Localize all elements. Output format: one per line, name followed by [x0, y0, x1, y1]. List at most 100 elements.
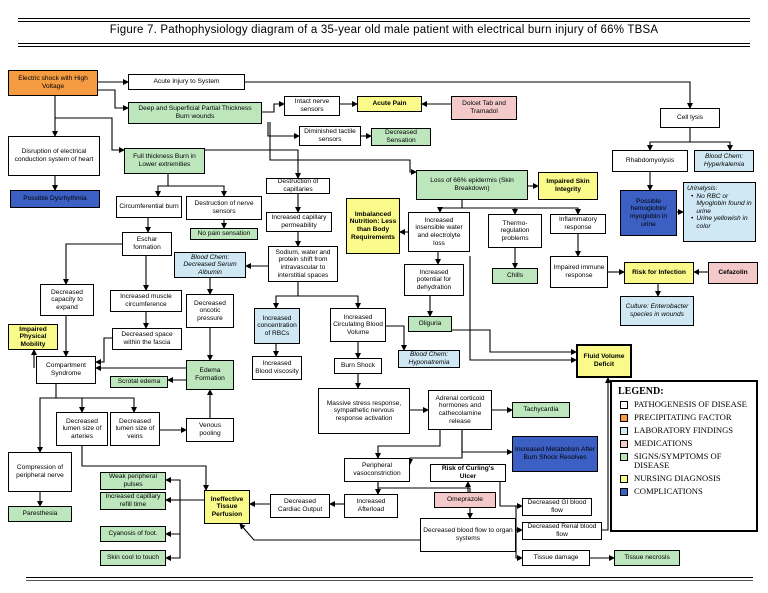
- node-disruption-conduction: Disruption of electrical conduction syst…: [8, 136, 100, 176]
- node-lumen-veins: Decreased lumen size of veins: [110, 412, 160, 446]
- legend-title: LEGEND:: [618, 386, 664, 397]
- node-capillary-refill: Increased capillary refill time: [100, 492, 166, 510]
- node-potential-dehydration: Increased potential for dehydration: [404, 264, 464, 296]
- node-no-pain: No pain sensation: [190, 228, 258, 240]
- node-increased-permeability: Increased capillary permeability: [266, 212, 332, 232]
- node-decreased-sensation: Decreased Sensation: [371, 128, 431, 146]
- node-venous-pooling: Venous pooling: [186, 418, 234, 442]
- node-edema-formation: Edema Formation: [186, 360, 234, 390]
- node-cefazolin: Cefazolin: [708, 262, 758, 284]
- title-top-rule: [18, 18, 750, 19]
- node-cell-lysis: Cell lysis: [660, 108, 720, 128]
- legend-item: SIGNS/SYMPTOMS OF DISEASE: [618, 450, 750, 472]
- urinalysis-item-1-text: No RBC or Myoglobin found in urine: [696, 192, 752, 215]
- node-increased-metabolism: Increased Metabolism After Burn Shock Re…: [512, 436, 598, 472]
- node-burn-shock: Burn Shock: [334, 358, 382, 374]
- node-omeprazole: Omeprazole: [434, 492, 496, 508]
- node-scrotal-edema: Scrotal edema: [110, 376, 168, 388]
- node-tissue-damage: Tissue damage: [522, 550, 590, 566]
- node-cyanosis: Cyanosis of foot.: [100, 526, 166, 542]
- node-tissue-necrosis: Tissue necrosis: [614, 550, 680, 566]
- urinalysis-item-1: •No RBC or Myoglobin found in urine: [691, 192, 752, 215]
- node-compartment-syndrome: Compartment Syndrome: [36, 356, 96, 384]
- legend-swatch: [620, 426, 628, 435]
- urinalysis-item-2-text: Urine yellowish in color: [696, 215, 748, 230]
- node-acute-injury: Acute Injury to System: [128, 74, 245, 90]
- title-bottom-rule-2: [18, 46, 750, 47]
- legend-item: NURSING DIAGNOSIS: [618, 473, 750, 484]
- node-urinalysis: Urinalysis: •No RBC or Myoglobin found i…: [683, 182, 756, 242]
- node-weak-pulses: Weak peripheral pulses: [100, 472, 166, 490]
- node-electric-shock: Electric shock with High Voltage: [8, 70, 98, 96]
- legend-swatch: [620, 475, 628, 484]
- node-increased-muscle: Increased muscle circumference: [110, 290, 182, 312]
- node-peripheral-vasoconstriction: Peripheral vasoconstriction: [344, 458, 410, 482]
- legend-item: PATHOGENESIS OF DISEASE: [618, 399, 750, 410]
- node-risk-infection: Risk for Infection: [624, 262, 694, 284]
- node-possible-dysrhythmia: Possible Dysrhythmia: [10, 190, 100, 208]
- node-impaired-mobility: Impaired Physical Mobility: [8, 324, 58, 350]
- node-decreased-oncotic: Decreased oncotic pressure: [186, 294, 234, 328]
- legend-swatch: [620, 401, 628, 409]
- node-decreased-capacity: Decreased capacity to expand: [40, 284, 94, 316]
- node-loss-epidermis: Loss of 66% epidermis (Skin Breakdown): [416, 170, 528, 200]
- legend-label: MEDICATIONS: [634, 437, 693, 448]
- node-lumen-arteries: Decreased lumen size of arteries: [56, 412, 108, 446]
- node-increased-afterload: Increased Afterload: [344, 494, 398, 518]
- node-impaired-immune: Impaired immune response: [550, 256, 608, 288]
- node-compression-nerve: Compression of peripheral nerve: [8, 452, 72, 492]
- node-eschar-formation: Eschar formation: [122, 232, 172, 256]
- node-hyponatremia: Blood Chem: Hyponatremia: [398, 350, 460, 368]
- node-insensible-loss: Increased insensible water and electroly…: [408, 212, 470, 252]
- node-thermoregulation: Thermo-regulation problems: [488, 214, 542, 248]
- node-diminished-tactile: Diminished tactile sensors: [299, 126, 361, 146]
- node-oliguria: Oliguria: [408, 316, 452, 332]
- legend-item: COMPLICATIONS: [618, 486, 750, 497]
- node-skin-cool: Skin cool to touch: [100, 550, 166, 566]
- title-bottom-rule: [18, 43, 750, 44]
- node-imbalanced-nutrition: Imbalanced Nutrition: Less than Body Req…: [346, 198, 400, 254]
- node-serum-albumin: Blood Chem: Decreased Serum Albumin: [174, 252, 246, 278]
- node-destruction-nerve: Destruction of nerve sensors: [186, 196, 262, 220]
- node-decreased-organ-flow: Decreased blood flow to organ systems: [420, 518, 516, 552]
- node-increased-rbc: Increased concentration of RBCs: [254, 308, 300, 344]
- urinalysis-title: Urinalysis:: [687, 185, 718, 192]
- node-deep-superficial-burn: Deep and Superficial Partial Thickness B…: [128, 102, 262, 124]
- title-top-rule-2: [18, 21, 750, 22]
- legend-item: LABORATORY FINDINGS: [618, 424, 750, 436]
- node-curling-ulcer: Risk of Curling's Ulcer: [430, 464, 506, 482]
- node-massive-stress: Massive stress response, sympathetic ner…: [318, 388, 410, 434]
- node-destruction-capillaries: Destruction of capillaries: [266, 178, 330, 194]
- legend-label: NURSING DIAGNOSIS: [634, 473, 721, 484]
- figure-title: Figure 7. Pathophysiology diagram of a 3…: [109, 24, 659, 36]
- urinalysis-item-2: •Urine yellowish in color: [687, 215, 752, 230]
- legend-swatch: [620, 439, 628, 448]
- legend-label: SIGNS/SYMPTOMS OF DISEASE: [634, 450, 722, 471]
- node-sodium-shift: Sodium, water and protein shift from int…: [268, 246, 338, 282]
- legend-label: LABORATORY FINDINGS: [634, 424, 734, 435]
- node-circulating-volume: Increased Circulating Blood Volume: [330, 308, 386, 342]
- node-acute-pain: Acute Pain: [357, 96, 422, 112]
- bottom-rule: [26, 577, 753, 578]
- node-paresthesia: Paresthesia: [8, 506, 72, 522]
- node-tachycardia: Tachycardia: [512, 402, 570, 418]
- node-decreased-gi-flow: Decreased GI blood flow: [522, 498, 592, 516]
- node-decreased-cardiac: Decreased Cardiac Output: [270, 494, 330, 518]
- node-intact-nerve: Intact nerve sensors: [284, 96, 340, 116]
- node-blood-viscosity: Increased Blood viscosity: [252, 356, 302, 380]
- node-circumferential-burn: Circumferential burn: [116, 196, 182, 218]
- legend-swatch: [620, 413, 628, 422]
- legend-label: COMPLICATIONS: [634, 486, 703, 497]
- node-possible-hemoglobin: Possible hemoglobin/ myoglobin in urine: [620, 190, 677, 236]
- legend-swatch: [620, 488, 628, 497]
- node-chills: Chills: [492, 268, 538, 284]
- node-hyperkalemia: Blood Chem: Hyperkalemia: [694, 150, 754, 172]
- node-ineffective-perfusion: Ineffective Tissue Perfusion: [204, 490, 250, 524]
- node-decreased-renal-flow: Decreased Renal blood flow: [522, 522, 602, 540]
- node-full-thickness-burn: Full thickness Burn in Lower extremities: [124, 148, 205, 174]
- node-culture: Culture: Enterobacter species in wounds: [620, 296, 694, 326]
